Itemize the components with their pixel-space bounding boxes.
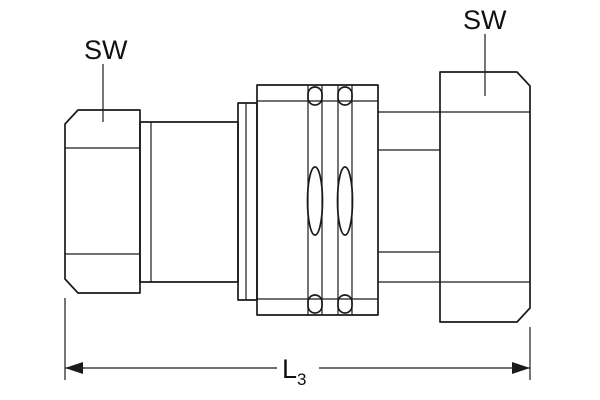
groove-ellipse-2 [336,166,354,236]
wrench-size-label-left: SW [84,35,128,65]
part-outlines [64,71,531,323]
dimension-arrows [65,362,530,374]
arrowhead-left [65,362,83,374]
length-dimension-label: L [282,354,297,384]
groove-cap-bottom-2 [337,294,353,314]
arrowhead-right [512,362,530,374]
wrench-size-label-right: SW [463,5,507,35]
annotation-labels: SW SW L 3 [84,5,507,389]
sleeve [256,84,379,316]
right-hex-nut [439,71,531,323]
collar [237,102,258,301]
groove-ellipse-1 [306,166,324,236]
length-dimension-subscript: 3 [297,370,306,389]
groove-cap-bottom-1 [307,294,323,314]
groove-cap-top-2 [337,86,353,106]
detail-lines [64,34,531,380]
groove-cap-top-1 [307,86,323,106]
left-hex-nut [64,109,141,294]
body-cylinder [139,121,239,283]
